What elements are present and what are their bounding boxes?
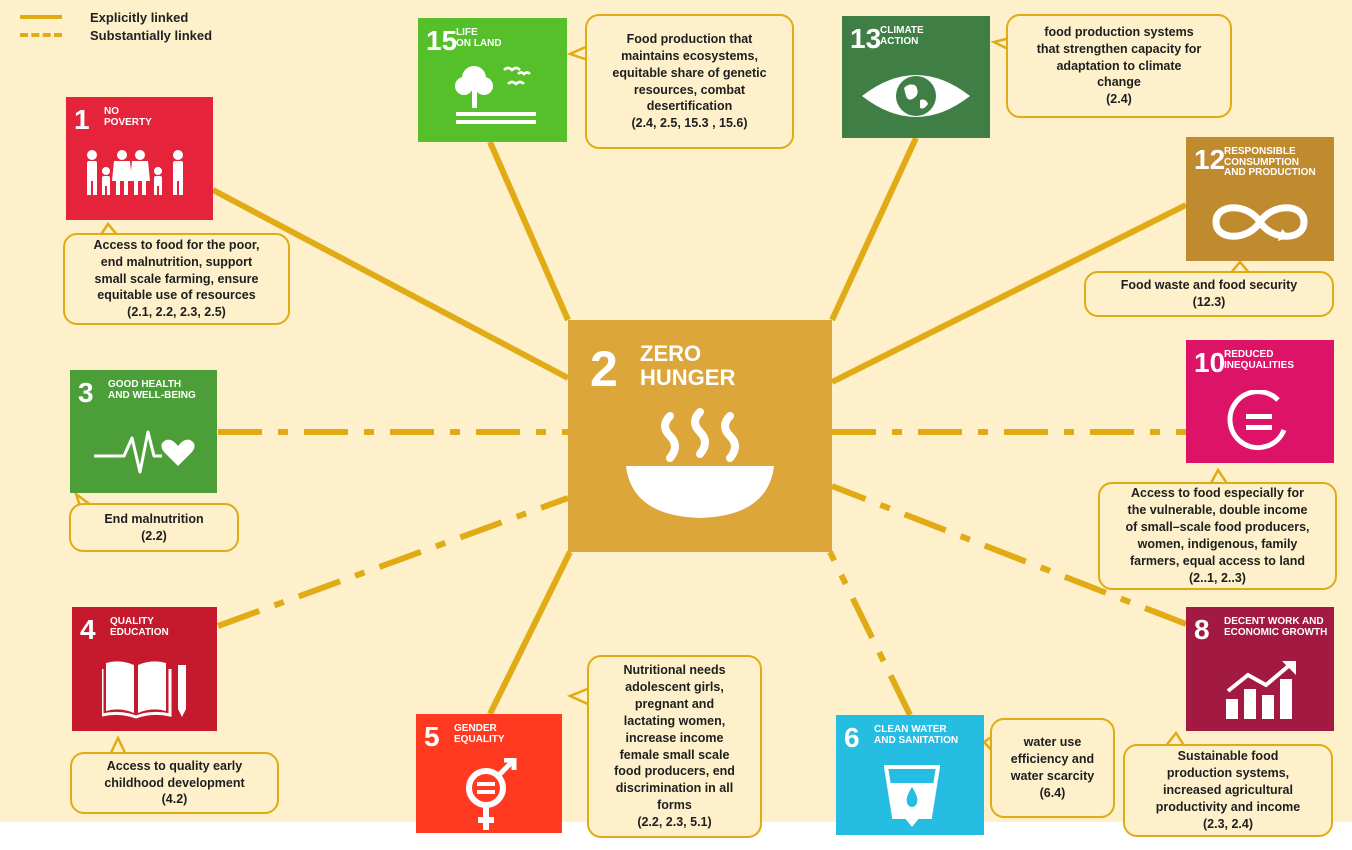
goal-number: 13: [850, 23, 882, 54]
goal-10-note: Access to food especially for the vulner…: [1098, 482, 1337, 590]
family-icon: [87, 150, 183, 195]
goal-15-note: Food production that maintains ecosystem…: [585, 14, 794, 149]
gender-equality-icon: [466, 758, 517, 830]
goal-number: 12: [1194, 144, 1226, 175]
callout-pointer-goal-5: [566, 686, 591, 707]
goal-number: 8: [1194, 614, 1210, 645]
legend-solid-line: [20, 15, 62, 19]
goal-13-climate-action-tile: 13 CLIMATE ACTION: [842, 16, 990, 138]
goal-3-note: End malnutrition (2.2): [69, 503, 239, 552]
water-glass-icon: [884, 765, 940, 827]
legend-dashed-line: [20, 33, 62, 37]
link-hub-goal-5: [487, 550, 573, 716]
growth-chart-icon: [1226, 661, 1296, 719]
tree-birds-icon: [455, 66, 536, 124]
goal-8-note: Sustainable food production systems, inc…: [1123, 744, 1333, 837]
goal-3-good-health-tile: 3 GOOD HEALTH AND WELL-BEING: [70, 370, 217, 493]
link-hub-goal-6: [827, 550, 913, 717]
earth-eye-icon: [862, 75, 970, 117]
goal-13-note: food production systems that strengthen …: [1006, 14, 1232, 118]
goal-title: QUALITY EDUCATION: [110, 616, 169, 638]
goal-5-gender-equality-tile: 5 GENDER EQUALITY: [416, 714, 562, 833]
heartbeat-icon: [94, 430, 195, 474]
goal-5-note: Nutritional needs adolescent girls, preg…: [587, 655, 762, 838]
note-text: Access to food for the poor, end malnutr…: [93, 237, 260, 320]
goal-number: 10: [1194, 347, 1226, 378]
goal-number: 1: [74, 104, 90, 135]
legend-explicit-label: Explicitly linked: [90, 9, 189, 25]
note-text: Food waste and food security (12.3): [1120, 278, 1298, 309]
legend-substantial: Substantially linked: [20, 26, 212, 44]
note-text: water use efficiency and water scarcity …: [1010, 735, 1095, 800]
goal-number: 15: [426, 25, 458, 56]
goal-title: CLIMATE ACTION: [880, 25, 924, 47]
goal-4-quality-education-tile: 4 QUALITY EDUCATION: [72, 607, 217, 731]
note-text: End malnutrition (2.2): [104, 511, 204, 543]
legend-explicit: Explicitly linked: [20, 8, 212, 26]
note-text: Sustainable food production systems, inc…: [1155, 749, 1301, 831]
note-text: Access to food especially for the vulner…: [1125, 486, 1310, 585]
infinity-icon: [1212, 204, 1308, 241]
callout-pointer-goal-15: [566, 44, 589, 62]
link-hub-goal-8: [830, 483, 1188, 627]
goal-10-reduced-inequalities-tile: 10 REDUCED INEQUALITIES: [1186, 340, 1334, 463]
callout-pointer-goal-4: [108, 735, 128, 756]
goal-number: 6: [844, 722, 860, 753]
goal-title: ZERO HUNGER: [640, 341, 736, 391]
goal-title: NO POVERTY: [104, 106, 152, 128]
goal-title: RESPONSIBLE CONSUMPTION AND PRODUCTION: [1224, 146, 1316, 178]
goal-2-zero-hunger-tile: 2 ZERO HUNGER: [568, 320, 832, 552]
goal-number: 3: [78, 377, 94, 408]
goal-12-responsible-consumption-tile: 12 RESPONSIBLE CONSUMPTION AND PRODUCTIO…: [1186, 137, 1334, 261]
goal-12-note: Food waste and food security (12.3): [1084, 271, 1334, 317]
callout-pointer-goal-8: [1164, 730, 1187, 748]
book-pencil-icon: [102, 661, 186, 719]
goal-number: 5: [424, 721, 440, 752]
goal-6-note: water use efficiency and water scarcity …: [990, 718, 1115, 818]
goal-title: CLEAN WATER AND SANITATION: [874, 724, 959, 746]
note-text: Nutritional needs adolescent girls, preg…: [614, 663, 735, 829]
link-hub-goal-13: [829, 136, 919, 322]
goal-title: GENDER EQUALITY: [454, 723, 505, 745]
note-text: Access to quality early childhood develo…: [104, 758, 245, 807]
goal-1-note: Access to food for the poor, end malnutr…: [63, 233, 290, 325]
food-bowl-icon: [626, 408, 774, 518]
goal-title: LIFE ON LAND: [456, 27, 502, 49]
goal-title: REDUCED INEQUALITIES: [1224, 349, 1295, 371]
goal-6-clean-water-tile: 6 CLEAN WATER AND SANITATION: [836, 715, 984, 835]
link-hub-goal-12: [830, 202, 1188, 385]
goal-number: 4: [80, 614, 96, 645]
legend: Explicitly linked Substantially linked: [20, 8, 212, 44]
note-text: food production systems that strengthen …: [1036, 24, 1202, 107]
goal-15-life-on-land-tile: 15 LIFE ON LAND: [418, 18, 567, 142]
link-hub-goal-15: [487, 140, 571, 322]
goal-title: GOOD HEALTH AND WELL-BEING: [108, 379, 196, 401]
callout-pointer-goal-10: [1208, 467, 1230, 486]
legend-substantial-label: Substantially linked: [90, 27, 213, 43]
link-hub-goal-4: [216, 495, 570, 629]
goal-title: DECENT WORK AND ECONOMIC GROWTH: [1224, 616, 1328, 638]
equality-circle-icon: [1227, 390, 1287, 451]
goal-1-no-poverty-tile: 1 NO POVERTY: [66, 97, 213, 220]
note-text: Food production that maintains ecosystem…: [612, 31, 767, 131]
goal-4-note: Access to quality early childhood develo…: [70, 752, 279, 814]
link-hub-goal-1: [211, 187, 570, 381]
goal-number: 2: [590, 341, 618, 397]
goal-8-decent-work-tile: 8 DECENT WORK AND ECONOMIC GROWTH: [1186, 607, 1334, 731]
